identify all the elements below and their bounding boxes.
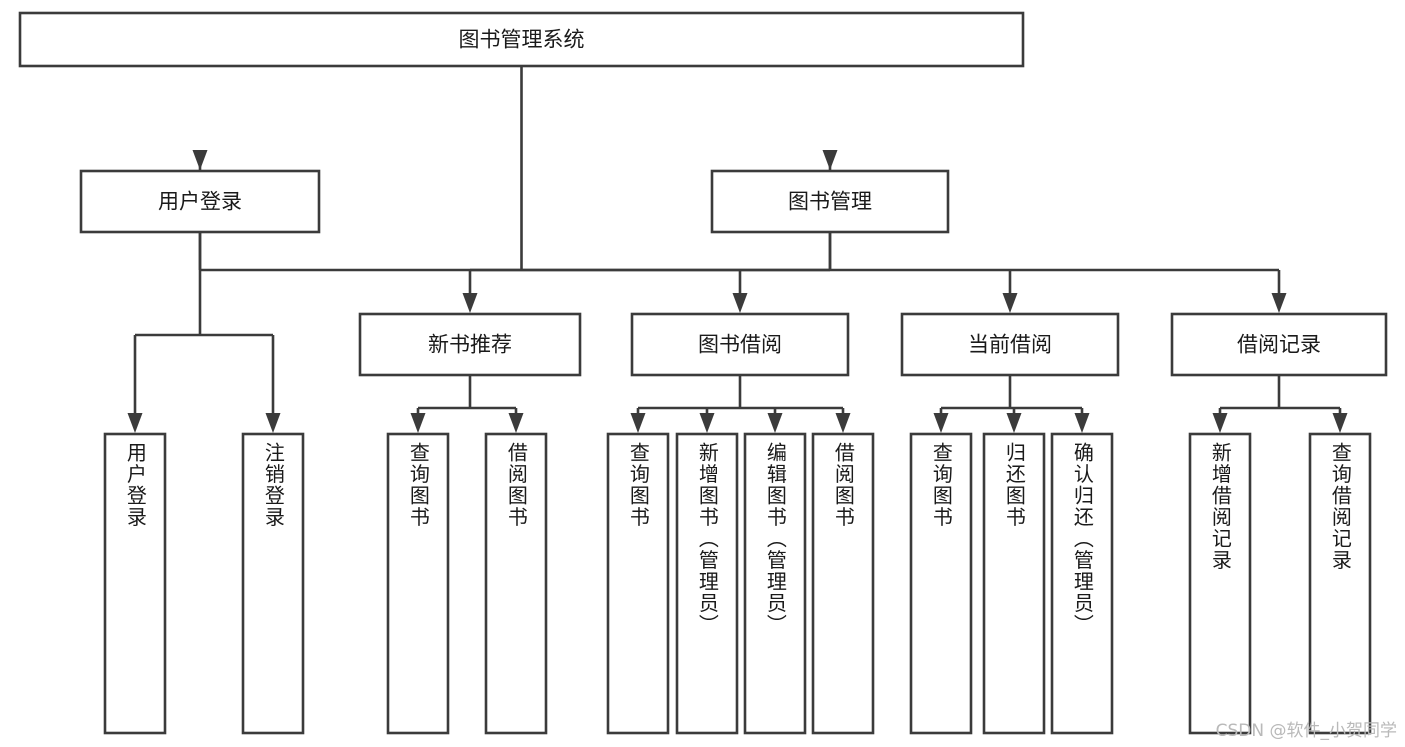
connector-new-book-rec — [410, 375, 524, 433]
arrow-head-icon — [835, 413, 851, 433]
arrow-head-icon — [732, 293, 748, 313]
node-leaf-query-book-1[interactable] — [386, 432, 450, 735]
arrow-head-icon — [1271, 293, 1287, 313]
node-leaf-query-record[interactable] — [1308, 432, 1372, 735]
arrow-head-icon — [1002, 293, 1018, 313]
node-book-borrow[interactable]: 图书借阅 — [630, 312, 850, 377]
connector-layer — [127, 66, 1348, 433]
arrow-head-icon — [462, 293, 478, 313]
node-box-leaf-borrow-book-1[interactable] — [484, 432, 548, 735]
node-box-leaf-query-book-2[interactable] — [606, 432, 670, 735]
node-label-user-login: 用户登录 — [158, 190, 242, 214]
arrow-head-icon — [767, 413, 783, 433]
arrow-head-icon — [192, 150, 208, 170]
node-box-root[interactable] — [18, 11, 1025, 68]
node-leaf-add-book[interactable] — [675, 432, 739, 735]
node-box-book-borrow[interactable] — [630, 312, 850, 377]
node-leaf-add-record[interactable] — [1188, 432, 1252, 735]
node-leaf-return-book[interactable] — [982, 432, 1046, 735]
arrow-head-icon — [127, 413, 143, 433]
node-book-manage[interactable]: 图书管理 — [710, 169, 950, 234]
node-box-leaf-query-record[interactable] — [1308, 432, 1372, 735]
node-box-leaf-add-record[interactable] — [1188, 432, 1252, 735]
node-label-borrow-record: 借阅记录 — [1237, 333, 1321, 357]
node-box-leaf-borrow-book-2[interactable] — [811, 432, 875, 735]
node-borrow-record[interactable]: 借阅记录 — [1170, 312, 1388, 377]
arrow-head-icon — [410, 413, 426, 433]
arrow-head-icon — [1212, 413, 1228, 433]
connector-book-manage — [462, 232, 1287, 313]
arrow-head-icon — [265, 413, 281, 433]
node-box-leaf-query-book-3[interactable] — [909, 432, 973, 735]
node-box-current-borrow[interactable] — [900, 312, 1120, 377]
node-box-leaf-add-book[interactable] — [675, 432, 739, 735]
arrow-head-icon — [1074, 413, 1090, 433]
arrow-head-icon — [933, 413, 949, 433]
connector-book-borrow — [630, 375, 851, 433]
node-label-root: 图书管理系统 — [459, 28, 585, 52]
node-box-leaf-user-login[interactable] — [103, 432, 167, 735]
node-box-leaf-query-book-1[interactable] — [386, 432, 450, 735]
node-box-book-manage[interactable] — [710, 169, 950, 234]
arrow-head-icon — [699, 413, 715, 433]
connector-current-borrow — [933, 375, 1090, 433]
node-leaf-user-login[interactable] — [103, 432, 167, 735]
connector-borrow-record — [1212, 375, 1348, 433]
node-box-borrow-record[interactable] — [1170, 312, 1388, 377]
node-leaf-borrow-book-1[interactable] — [484, 432, 548, 735]
connector-user-login — [127, 232, 281, 433]
node-box-leaf-edit-book[interactable] — [743, 432, 807, 735]
node-leaf-confirm-return[interactable] — [1050, 432, 1114, 735]
node-leaf-logout[interactable] — [241, 432, 305, 735]
arrow-head-icon — [508, 413, 524, 433]
node-box-new-book-rec[interactable] — [358, 312, 582, 377]
arrow-head-icon — [1006, 413, 1022, 433]
node-box-leaf-confirm-return[interactable] — [1050, 432, 1114, 735]
node-box-leaf-return-book[interactable] — [982, 432, 1046, 735]
node-leaf-query-book-3[interactable] — [909, 432, 973, 735]
node-leaf-borrow-book-2[interactable] — [811, 432, 875, 735]
arrow-head-icon — [1332, 413, 1348, 433]
node-user-login[interactable]: 用户登录 — [79, 169, 321, 234]
node-new-book-rec[interactable]: 新书推荐 — [358, 312, 582, 377]
node-label-new-book-rec: 新书推荐 — [428, 333, 512, 357]
node-box-leaf-logout[interactable] — [241, 432, 305, 735]
node-box-user-login[interactable] — [79, 169, 321, 234]
node-current-borrow[interactable]: 当前借阅 — [900, 312, 1120, 377]
node-leaf-query-book-2[interactable] — [606, 432, 670, 735]
node-label-current-borrow: 当前借阅 — [968, 333, 1052, 357]
node-label-book-borrow: 图书借阅 — [698, 333, 782, 357]
arrow-head-icon — [822, 150, 838, 170]
arrow-head-icon — [630, 413, 646, 433]
node-root[interactable]: 图书管理系统 — [18, 11, 1025, 68]
node-leaf-edit-book[interactable] — [743, 432, 807, 735]
connector-root — [192, 66, 838, 272]
node-label-book-manage: 图书管理 — [788, 190, 872, 214]
